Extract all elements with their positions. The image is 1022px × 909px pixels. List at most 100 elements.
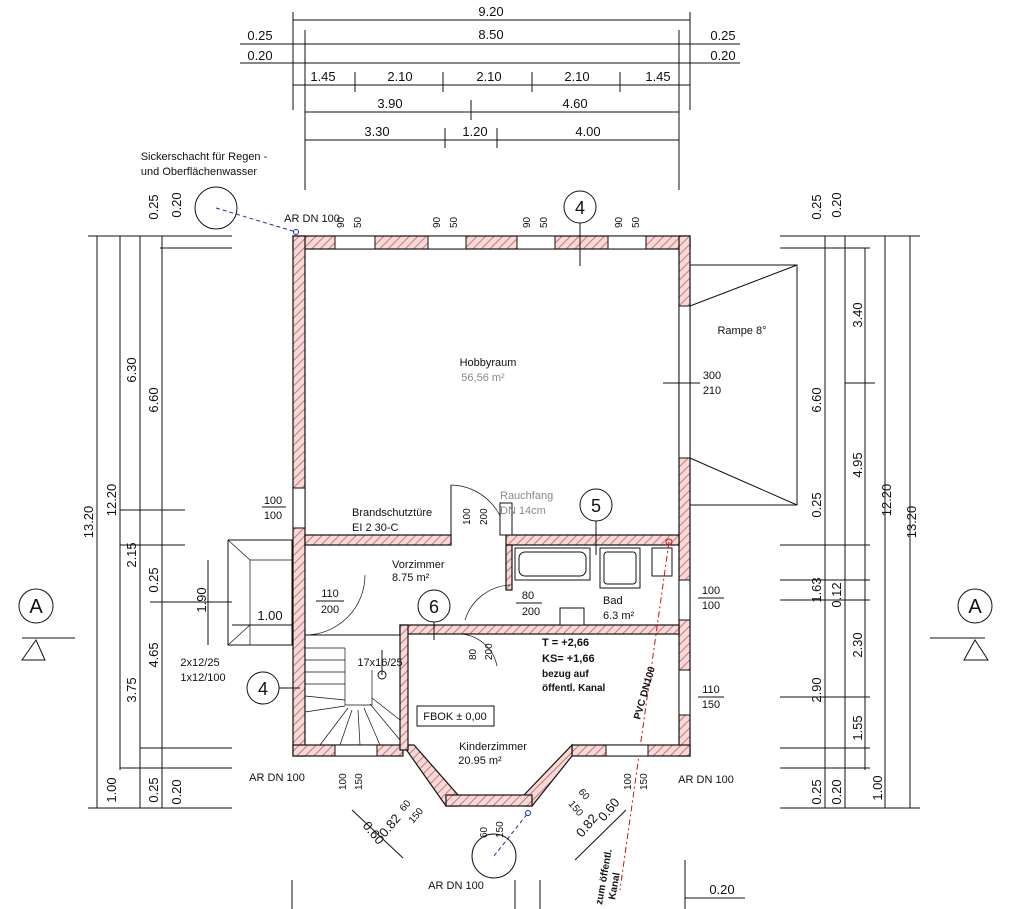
dim-right-k: 0.20 xyxy=(829,779,844,804)
sickerschacht: Sickerschacht für Regen - und Oberfläche… xyxy=(141,151,340,235)
dim-window-chain-4: 2.10 xyxy=(564,69,589,84)
gate-width: 300 xyxy=(703,370,721,382)
level-ks: KS= +1,66 xyxy=(542,653,595,665)
rauchfang-name: Rauchfang xyxy=(500,490,553,502)
kinder-name: Kinderzimmer xyxy=(459,741,527,753)
left-win-b: 100 xyxy=(264,510,282,522)
section-label-left: A xyxy=(29,596,43,618)
door-kinder-a: 80 xyxy=(468,648,479,660)
dim-chain-b-1: 3.90 xyxy=(377,96,402,111)
bottom-win-4-a: 60 xyxy=(576,787,592,803)
door-bad-a: 80 xyxy=(522,590,534,602)
dim-chain-b-2: 4.60 xyxy=(562,96,587,111)
axis-5-label: 5 xyxy=(591,496,601,516)
axis-4-left-label: 4 xyxy=(258,679,268,699)
win-top-4-b: 50 xyxy=(631,216,642,228)
vorzimmer-name: Vorzimmer xyxy=(392,559,445,571)
sickerschacht-bottom-circle xyxy=(471,833,517,879)
dim-right-l: 1.00 xyxy=(870,775,885,800)
right-dimension-chains: 13.20 12.20 3.40 6.60 4.95 0.25 1.63 0.1… xyxy=(685,192,920,899)
dim-right-f: 0.12 xyxy=(829,582,844,607)
dim-right-offset-a: 0.25 xyxy=(710,28,735,43)
dim-window-chain-3: 2.10 xyxy=(476,69,501,84)
kinder-area: 20.95 m² xyxy=(458,755,502,767)
door-stairs-a: 110 xyxy=(321,588,339,600)
bottom-win-3-a: 60 xyxy=(479,826,490,838)
right-win-1-b: 100 xyxy=(702,600,720,612)
ar-left-label: AR DN 100 xyxy=(249,772,305,784)
win-top-4-a: 90 xyxy=(614,216,625,228)
dim-chain-c-2: 1.20 xyxy=(462,124,487,139)
right-win-2-b: 150 xyxy=(702,699,720,711)
level-note-1: bezug auf xyxy=(542,669,589,680)
dim-left-total: 13.20 xyxy=(81,506,96,539)
door-kinder-b: 200 xyxy=(484,643,495,660)
right-win-1-a: 100 xyxy=(702,585,720,597)
section-mark-left: A xyxy=(18,588,75,661)
dim-right-inner: 12.20 xyxy=(879,484,894,517)
brandschutz-name: Brandschutztüre xyxy=(352,507,432,519)
fbok-label: FBOK ± 0,00 xyxy=(423,711,487,723)
gate-and-ramp: 300 210 Rampe 8° xyxy=(663,264,798,506)
top-windows: 90 50 90 50 90 50 90 50 xyxy=(334,216,647,250)
win-top-3-b: 50 xyxy=(539,216,550,228)
vorzimmer-area: 8.75 m² xyxy=(392,572,430,584)
dim-right-d: 0.25 xyxy=(809,492,824,517)
win-top-1-a: 90 xyxy=(336,216,347,228)
dim-chain-c-1: 3.30 xyxy=(364,124,389,139)
dim-right-top-b: 0.20 xyxy=(829,192,844,217)
hobby-area: 56,56 m² xyxy=(461,372,505,384)
level-t: T = +2,66 xyxy=(542,637,589,649)
ar-bottom-label: AR DN 100 xyxy=(428,880,484,892)
dim-left-c: 2.15 xyxy=(124,542,139,567)
gate-height: 210 xyxy=(703,385,721,397)
door-stairs-b: 200 xyxy=(321,604,339,616)
dim-right-g: 2.30 xyxy=(850,632,865,657)
dim-left-e: 4.65 xyxy=(146,642,161,667)
axis-4-top-label: 4 xyxy=(575,198,585,218)
pvc-label: PVC DN100 xyxy=(632,665,658,721)
bad-name: Bad xyxy=(603,595,623,607)
sickerschacht-circle xyxy=(194,186,238,230)
ar-top-label: AR DN 100 xyxy=(284,213,340,225)
rauchfang-size: DN 14cm xyxy=(500,505,546,517)
dim-chain-c-3: 4.00 xyxy=(575,124,600,139)
bottom-win-5-a: 100 xyxy=(623,773,634,790)
axis-marker-4-left: 4 xyxy=(246,671,300,705)
bad-area: 6.3 m² xyxy=(603,610,635,622)
win-top-3-a: 90 xyxy=(522,216,533,228)
dim-window-chain-1: 1.45 xyxy=(310,69,335,84)
dim-left-g: 1.00 xyxy=(104,777,119,802)
door-bad-b: 200 xyxy=(522,606,540,618)
dim-left-i: 0.20 xyxy=(169,779,184,804)
dim-left-a: 6.30 xyxy=(124,357,139,382)
dim-right-b: 6.60 xyxy=(809,387,824,412)
dim-left-b: 6.60 xyxy=(146,387,161,412)
dim-right-h: 2.90 xyxy=(809,677,824,702)
dim-left-d: 0.25 xyxy=(146,567,161,592)
dim-right-j: 0.25 xyxy=(809,779,824,804)
dim-left-h: 0.25 xyxy=(146,777,161,802)
dim-right-top-a: 0.25 xyxy=(809,194,824,219)
stair-spec: 17x16/25 xyxy=(357,657,402,669)
dim-left-offset-b: 0.20 xyxy=(247,48,272,63)
dim-right-i: 1.55 xyxy=(850,715,865,740)
hobby-name: Hobbyraum xyxy=(460,357,517,369)
left-dimension-chains: 13.20 12.20 6.30 6.60 2.15 0.25 4.65 3.7… xyxy=(81,192,292,809)
dim-stair-1: 1.90 xyxy=(194,587,209,612)
dim-left-f: 3.75 xyxy=(124,677,139,702)
dim-right-offset-b: 0.20 xyxy=(710,48,735,63)
win-top-1-b: 50 xyxy=(353,216,364,228)
axis-6-label: 6 xyxy=(429,597,439,617)
bottom-win-5-b: 150 xyxy=(639,773,650,790)
dim-right-a: 3.40 xyxy=(850,302,865,327)
bottom-win-3-b: 150 xyxy=(495,821,506,838)
win-top-2-b: 50 xyxy=(449,216,460,228)
bottom-win-1-b: 150 xyxy=(354,773,365,790)
building-walls xyxy=(292,235,691,807)
stair-left-1: 2x12/25 xyxy=(180,657,219,669)
dim-right-bottom: 0.20 xyxy=(709,882,734,897)
zum-kanal-2: Kanal xyxy=(607,872,623,901)
